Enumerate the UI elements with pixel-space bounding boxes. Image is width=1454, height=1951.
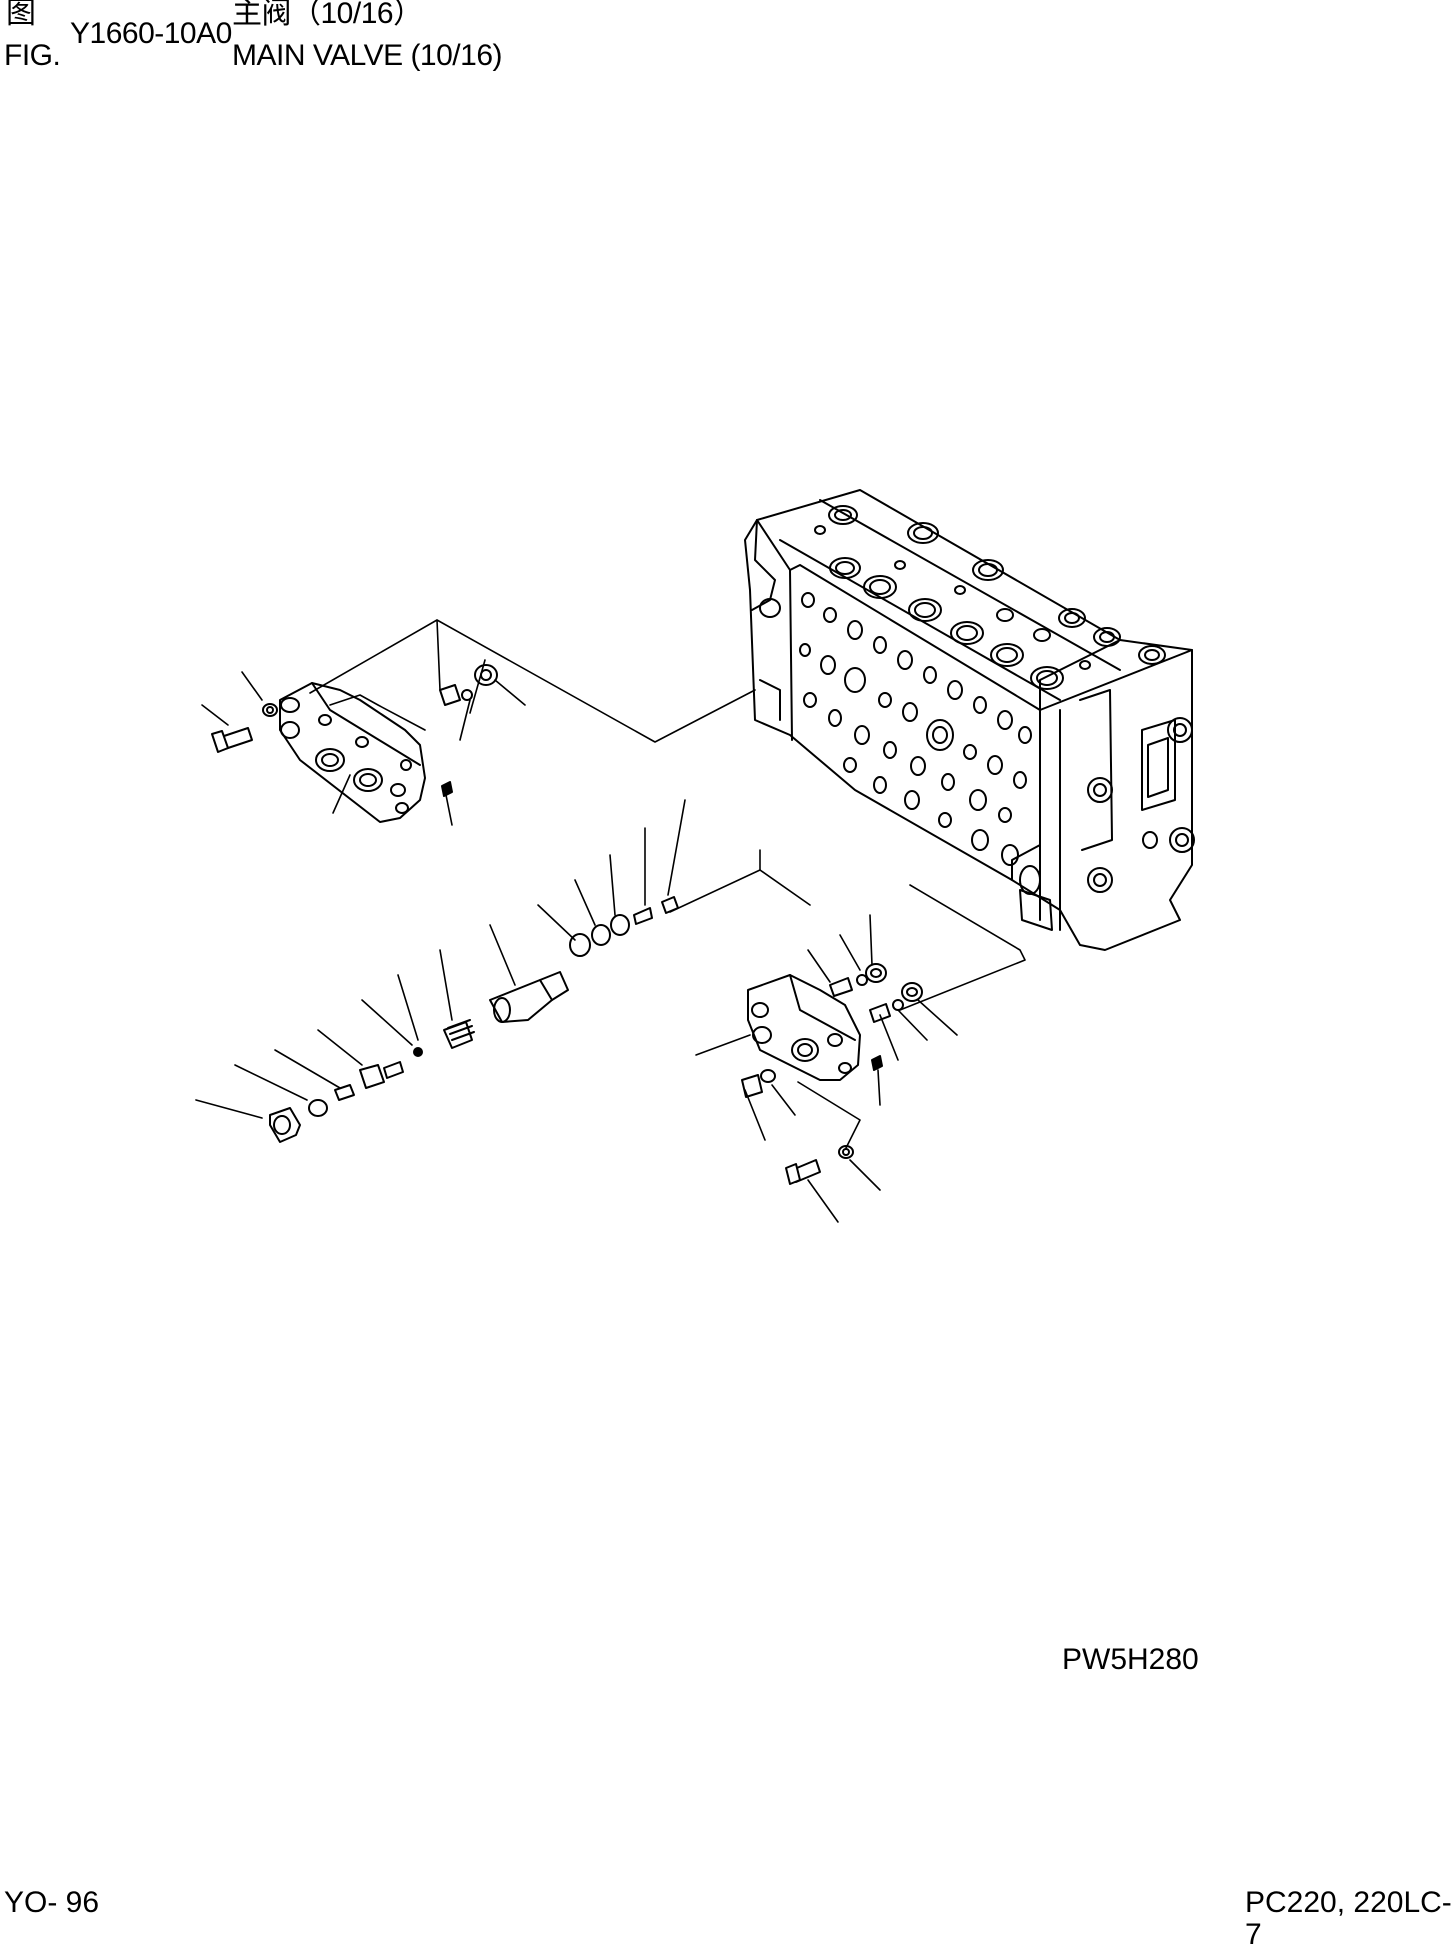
fig-cn-label: 图	[6, 0, 36, 30]
title-en: MAIN VALVE (10/16)	[232, 39, 503, 72]
front-face-ports	[799, 592, 1041, 895]
right-cover-assembly	[741, 963, 923, 1185]
top-ports	[814, 505, 1166, 690]
page-number: YO- 96	[4, 1886, 100, 1919]
side-bolts	[759, 598, 1195, 893]
illustration-code: PW5H280	[1062, 1643, 1199, 1676]
assembly-lines	[309, 619, 1026, 1149]
relief-valve-stack	[269, 896, 679, 1143]
model-number: PC220, 220LC-7	[1245, 1886, 1452, 1951]
fig-number: Y1660-10A0	[70, 17, 232, 50]
callout-leaders	[195, 659, 958, 1223]
valve-body	[744, 489, 1195, 951]
left-cover-assembly	[211, 664, 498, 823]
title-cn: 主阀（10/16）	[232, 0, 423, 30]
fig-label: FIG.	[4, 39, 61, 72]
